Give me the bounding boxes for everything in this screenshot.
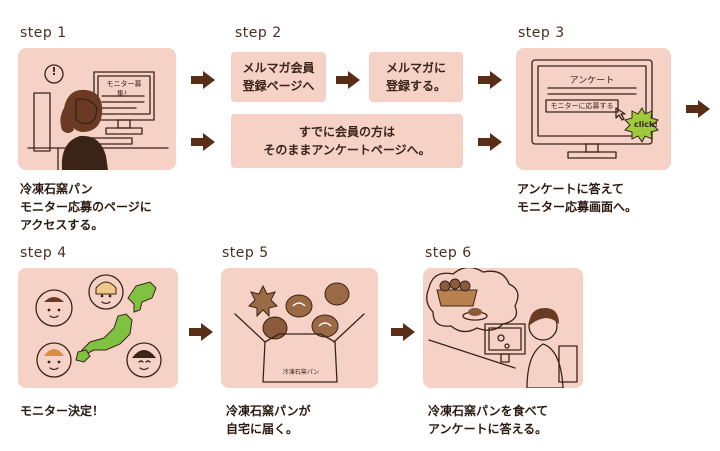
- step-4-label: step 4: [20, 245, 67, 261]
- arrow-right-icon: [686, 100, 710, 118]
- arrow-right-icon: [391, 323, 415, 341]
- step-4-caption: モニター決定！: [20, 404, 105, 418]
- step-1-label: step 1: [20, 25, 67, 41]
- alert-mark: !: [51, 65, 57, 78]
- box-print: 冷凍石窯パン: [282, 369, 320, 376]
- step-3-illustration: アンケート モニターに応募する click!: [516, 48, 671, 170]
- step-2-member-box: すでに会員の方は そのままアンケートページへ。: [231, 114, 463, 168]
- arrow-right-icon: [189, 323, 213, 341]
- step-4-illustration: [18, 268, 178, 388]
- step-1-caption: 冷凍石窯パン モニター応募のページに アクセスする。: [20, 182, 152, 232]
- step-2-register-box: メルマガ会員 登録ページへ: [231, 52, 326, 102]
- step-6-caption: 冷凍石窯パンを食べて アンケートに答える。: [428, 404, 549, 436]
- step-5-caption: 冷凍石窯パンが 自宅に届く。: [226, 404, 311, 436]
- step-3-label: step 3: [518, 25, 565, 41]
- step-2-subscribe-box: メルマガに 登録する。: [369, 52, 463, 102]
- step-6-illustration: [423, 268, 583, 388]
- arrow-right-icon: [478, 71, 502, 89]
- survey-window-title: アンケート: [569, 76, 615, 86]
- arrow-right-icon: [478, 133, 502, 151]
- step-6-label: step 6: [425, 245, 472, 261]
- apply-button[interactable]: モニターに応募する: [550, 102, 614, 110]
- click-badge: click!: [634, 120, 658, 129]
- monitor-screen-text: モニター募集！: [106, 80, 142, 98]
- step-5-illustration: 冷凍石窯パン: [221, 268, 378, 388]
- arrow-right-icon: [191, 133, 215, 151]
- arrow-right-icon: [336, 71, 360, 89]
- step-3-caption: アンケートに答えて モニター応募画面へ。: [517, 182, 638, 214]
- step-1-illustration: ! モニター募集！: [18, 48, 176, 170]
- arrow-right-icon: [191, 71, 215, 89]
- step-5-label: step 5: [222, 245, 269, 261]
- step-2-label: step 2: [235, 25, 282, 41]
